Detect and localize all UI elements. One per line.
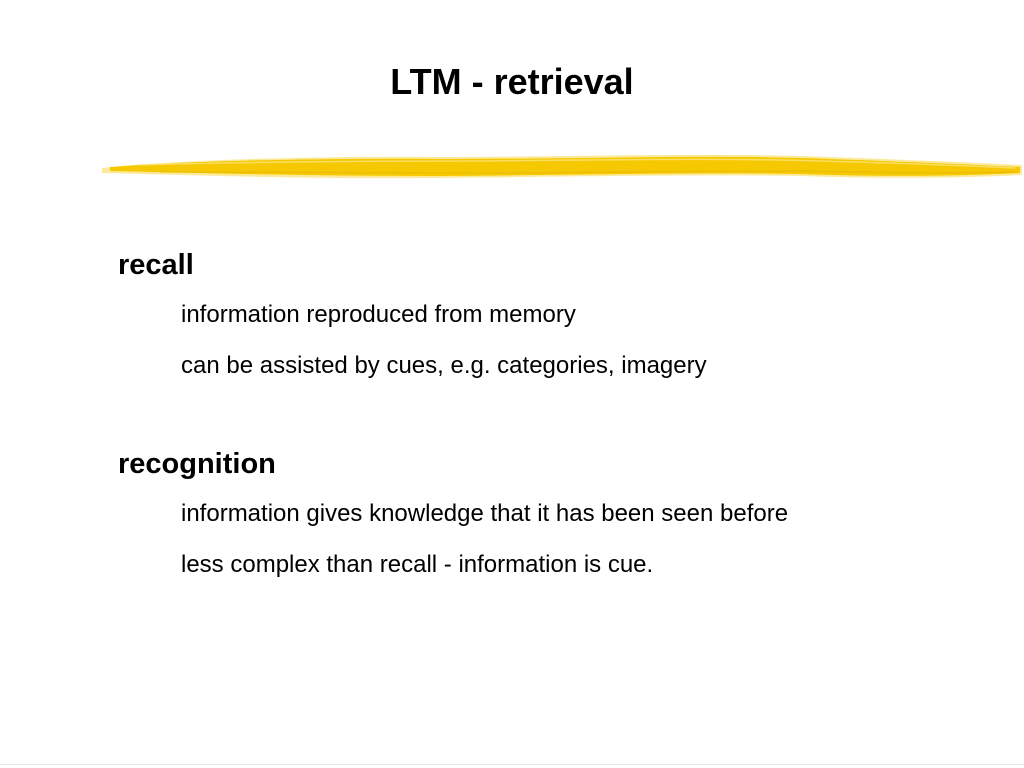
section-recall: recall information reproduced from memor…: [118, 245, 998, 391]
section-recognition: recognition information gives knowledge …: [118, 444, 998, 590]
sub-list: information reproduced from memory can b…: [118, 289, 998, 391]
list-item: information gives knowledge that it has …: [181, 500, 789, 527]
sub-list: information gives knowledge that it has …: [118, 488, 998, 590]
bottom-divider: [0, 764, 1024, 765]
list-item: can be assisted by cues, e.g. categories…: [181, 352, 707, 379]
section-heading: recognition: [118, 448, 276, 480]
slide-title: LTM - retrieval: [390, 61, 634, 102]
yellow-brush-stroke: [102, 154, 1022, 179]
list-item: less complex than recall - information i…: [181, 551, 654, 578]
slide-body: recall information reproduced from memor…: [118, 245, 998, 643]
list-item: information reproduced from memory: [181, 301, 576, 328]
section-heading: recall: [118, 249, 194, 281]
